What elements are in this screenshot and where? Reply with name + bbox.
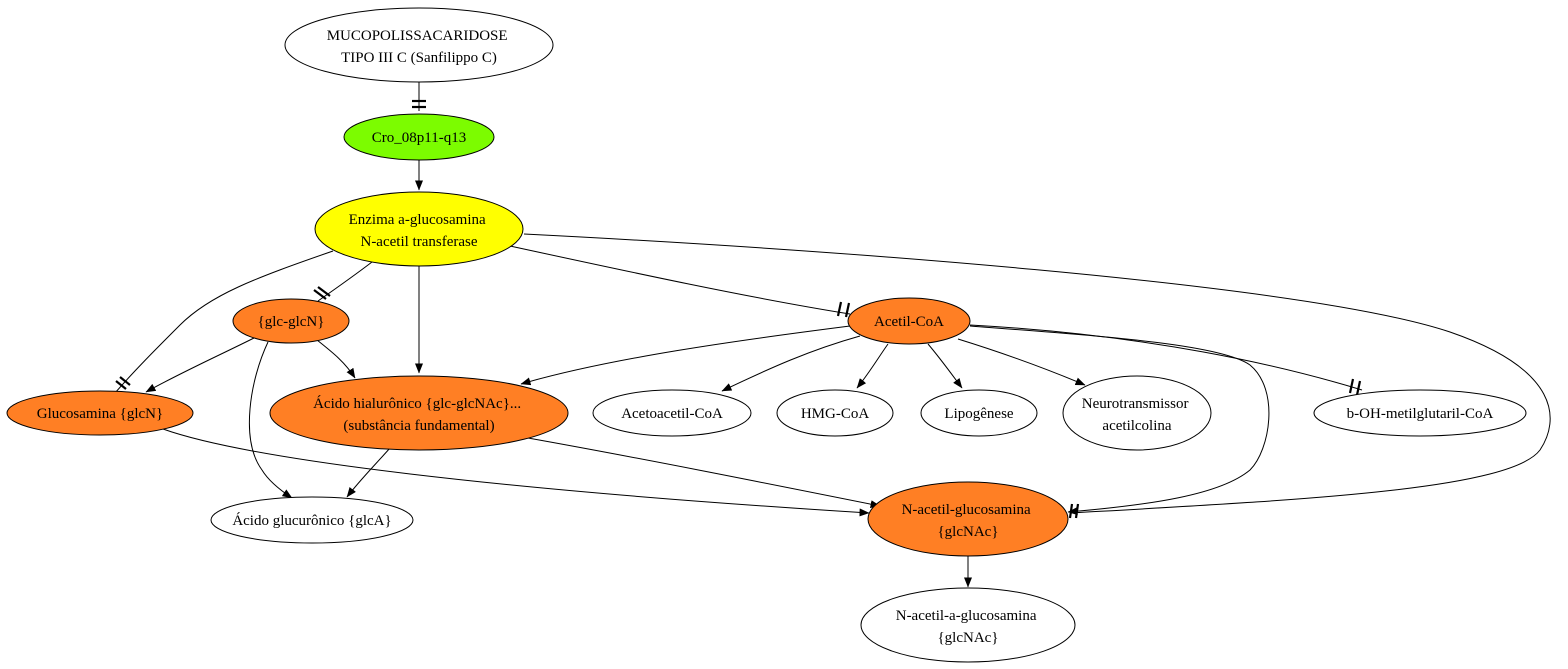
- edge-enzima-glucosamina: [114, 250, 334, 394]
- node-label-line: {glc-glcN}: [258, 314, 325, 330]
- edge-acetilcoa-lipogenese: [927, 343, 963, 389]
- edge-glcglcn-glucuronico: [248, 341, 293, 499]
- edge-hialuronico-glucuronico: [346, 447, 391, 498]
- node-label-line: Acetil-CoA: [874, 314, 944, 330]
- svg-text:Neurotransmissor aceti: Neurotransmissor acetilcolina: [1082, 396, 1192, 434]
- edge-enzima-acetilcoa: [509, 245, 851, 318]
- edge-acetilcoa-nacglc: [969, 325, 1270, 516]
- node-label-line: Cro_08p11-q13: [372, 130, 466, 146]
- node-label-line: {glcNAc}: [937, 524, 998, 540]
- svg-text:Glucosamina {glcN}: Glucosamina {glcN}: [37, 406, 163, 422]
- edge-enzima-nacglc: [523, 233, 1551, 519]
- svg-text:MUCOPOLISSACARIDOSE TI: MUCOPOLISSACARIDOSE TIPO III C (Sanfilip…: [327, 28, 512, 66]
- node-hmg-coa[interactable]: HMG-CoA: [776, 389, 894, 437]
- node-acido-glucuronico[interactable]: Ácido glucurônico {glcA}: [210, 496, 414, 544]
- svg-text:Enzima a-glucosamina N: Enzima a-glucosamina N-acetil transferas…: [349, 212, 490, 250]
- node-label-line: acetilcolina: [1102, 418, 1171, 434]
- edge-acetilcoa-acetoacetil: [721, 335, 861, 392]
- edges: [114, 82, 1551, 588]
- node-label-line: b-OH-metilglutaril-CoA: [1347, 406, 1494, 422]
- node-label-line: MUCOPOLISSACARIDOSE: [327, 28, 508, 44]
- node-label-line: Glucosamina {glcN}: [37, 406, 163, 422]
- edge-hialuronico-nacglc: [527, 437, 881, 509]
- node-label-line: Neurotransmissor: [1082, 396, 1189, 412]
- edge-glcglcn-hialuronico: [316, 339, 356, 379]
- svg-text:Acetil-CoA: Acetil-CoA: [874, 314, 944, 330]
- edge-glucosamina-nacglc: [162, 428, 870, 517]
- node-label-line: HMG-CoA: [801, 406, 870, 422]
- nodes: MUCOPOLISSACARIDOSE TIPO III C (Sanfilip…: [6, 7, 1527, 663]
- node-label-line: (substância fundamental): [343, 418, 494, 434]
- svg-text:b-OH-metilglutaril-CoA: b-OH-metilglutaril-CoA: [1347, 406, 1494, 422]
- node-b-oh-metilglutaril-coa[interactable]: b-OH-metilglutaril-CoA: [1313, 389, 1527, 437]
- edge-mps-cro: [412, 82, 426, 111]
- edge-acetilcoa-hmg: [856, 343, 889, 389]
- svg-text:{glc-glcN}: {glc-glcN}: [258, 314, 325, 330]
- node-acetoacetil-coa[interactable]: Acetoacetil-CoA: [592, 389, 752, 437]
- node-cro-08p11-q13[interactable]: Cro_08p11-q13: [343, 113, 495, 161]
- node-n-acetil-a-glucosamina[interactable]: N-acetil-a-glucosamina {glcNAc}: [860, 587, 1076, 663]
- node-label-line: Ácido hialurônico {glc-glcNAc}...: [313, 395, 521, 412]
- node-neurotransmissor[interactable]: Neurotransmissor acetilcolina: [1062, 375, 1212, 451]
- node-lipogenese[interactable]: Lipogênese: [920, 389, 1038, 437]
- node-label-line: Ácido glucurônico {glcA}: [232, 512, 391, 529]
- node-enzima[interactable]: Enzima a-glucosamina N-acetil transferas…: [314, 191, 524, 267]
- svg-text:HMG-CoA: HMG-CoA: [801, 406, 870, 422]
- edge-acetilcoa-bohmg: [969, 324, 1363, 396]
- edge-acetilcoa-hialuronico: [520, 325, 851, 386]
- edge-acetilcoa-neuro: [957, 338, 1086, 386]
- svg-text:N-acetil-a-glucosamina: N-acetil-a-glucosamina {glcNAc}: [896, 608, 1041, 646]
- svg-text:N-acetil-glucosamina {: N-acetil-glucosamina {glcNAc}: [902, 502, 1035, 540]
- svg-text:Cro_08p11-q13: Cro_08p11-q13: [372, 130, 466, 146]
- edge-glcglcn-glucosamina: [145, 337, 255, 393]
- node-label-line: N-acetil-glucosamina: [902, 502, 1031, 518]
- svg-text:Lipogênese: Lipogênese: [944, 406, 1013, 422]
- svg-text:Acetoacetil-CoA: Acetoacetil-CoA: [621, 406, 723, 422]
- edge-enzima-glcglcn: [313, 261, 373, 302]
- node-n-acetil-glucosamina[interactable]: N-acetil-glucosamina {glcNAc}: [867, 481, 1069, 557]
- node-label-line: Acetoacetil-CoA: [621, 406, 723, 422]
- node-label-line: {glcNAc}: [937, 630, 998, 646]
- svg-text:Ácido glucurônico {glcA}: Ácido glucurônico {glcA}: [232, 512, 391, 529]
- node-label-line: TIPO III C (Sanfilippo C): [341, 50, 497, 66]
- node-label-line: N-acetil transferase: [360, 234, 477, 250]
- node-label-line: N-acetil-a-glucosamina: [896, 608, 1037, 624]
- node-glucosamina[interactable]: Glucosamina {glcN}: [6, 390, 194, 436]
- node-acetil-coa[interactable]: Acetil-CoA: [847, 297, 971, 345]
- node-acido-hialuronico[interactable]: Ácido hialurônico {glc-glcNAc}... (subst…: [269, 375, 569, 451]
- svg-text:Ácido hialurônico {glc-glcNAc}: Ácido hialurônico {glc-glcNAc}... (subst…: [313, 395, 525, 434]
- node-glc-glcn[interactable]: {glc-glcN}: [232, 298, 350, 344]
- node-label-line: Enzima a-glucosamina: [349, 212, 486, 228]
- node-mucopolissacaridose[interactable]: MUCOPOLISSACARIDOSE TIPO III C (Sanfilip…: [284, 7, 554, 83]
- node-label-line: Lipogênese: [944, 406, 1013, 422]
